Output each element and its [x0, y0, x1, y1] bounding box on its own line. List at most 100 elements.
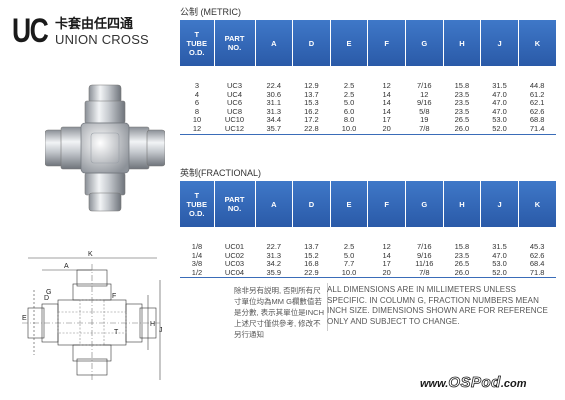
label-t: T	[114, 329, 119, 336]
table-cell: 19	[420, 115, 429, 125]
note-divider	[327, 283, 328, 331]
table-cell: 45.3	[529, 242, 545, 251]
table-cell: 11/16	[415, 259, 434, 269]
table-cell: 31.3	[266, 250, 282, 260]
table-cell: 2.5	[343, 89, 355, 99]
table-cell: 47.0	[492, 250, 507, 260]
column-header: F	[367, 20, 406, 66]
table-cell: 12	[382, 242, 391, 251]
table-cell: 8	[194, 106, 200, 116]
table-cell: UC12	[224, 123, 245, 133]
union-cross-photo	[45, 84, 165, 212]
table-cell: UC4	[226, 89, 242, 99]
table-cell: UC8	[226, 106, 242, 116]
table-cell: 23.5	[454, 98, 470, 108]
table-cell: 31.3	[266, 106, 282, 116]
label-j: J	[159, 327, 163, 334]
table-cell: 47.0	[492, 106, 507, 116]
table-cell: 8.0	[343, 115, 355, 125]
table-cell: 1/2	[191, 267, 203, 277]
table-cell: 22.8	[304, 123, 319, 133]
table-cell: 5/8	[419, 106, 430, 116]
table-cell: 62.1	[529, 98, 545, 108]
table-cell: 7/16	[417, 242, 432, 251]
table-cell: 22.4	[266, 81, 282, 90]
column-header: A	[255, 181, 294, 227]
label-h: H	[150, 321, 155, 328]
table-cell: 52.0	[492, 123, 507, 133]
column-header: H	[443, 20, 482, 66]
column-header: K	[518, 181, 556, 227]
table-cell: 22.9	[304, 267, 319, 277]
table-cell: 17.2	[304, 115, 319, 125]
table-spacer-cell	[180, 66, 556, 82]
table-cell: 7/16	[417, 81, 432, 90]
table-cell: 23.5	[454, 89, 470, 99]
table-cell: 61.2	[529, 89, 545, 99]
table-cell: 7.7	[343, 259, 355, 269]
table-cell: 62.6	[529, 250, 545, 260]
table-cell: 62.6	[529, 106, 545, 116]
watermark-prefix: www.	[420, 378, 449, 390]
table-cell: 68.4	[529, 259, 545, 269]
table-cell: 71.4	[529, 123, 545, 133]
table-cell: 35.9	[266, 267, 282, 277]
column-header: E	[330, 181, 369, 227]
table-cell: 1/8	[191, 242, 203, 251]
label-g: G	[46, 289, 51, 296]
label-e: E	[22, 315, 27, 322]
title-english: UNION CROSS	[55, 32, 149, 47]
table-cell: 53.0	[492, 115, 507, 125]
table-cell: 47.0	[492, 89, 507, 99]
table-cell: 16.8	[304, 259, 319, 269]
table-cell: 15.8	[454, 242, 470, 251]
column-header: D	[292, 181, 331, 227]
column-header: A	[255, 20, 294, 66]
column-header: PART NO.	[214, 20, 256, 66]
column-header: PART NO.	[214, 181, 256, 227]
table-cell: 20	[382, 123, 391, 133]
table-cell: 9/16	[417, 250, 432, 260]
table-cell: 34.2	[266, 259, 282, 269]
table-cell: 12	[382, 81, 391, 90]
table-cell: 10.0	[341, 267, 357, 277]
label-f: F	[112, 293, 116, 300]
table-cell: UC04	[224, 267, 245, 277]
column-header: G	[405, 181, 444, 227]
table-cell: 44.8	[529, 81, 545, 90]
table-cell: UC3	[226, 81, 242, 90]
watermark-brand: OSPod	[448, 374, 501, 392]
table-cell: 10	[192, 115, 202, 125]
column-header: K	[518, 20, 556, 66]
table-cell: 14	[382, 250, 391, 260]
table-cell: 14	[382, 98, 391, 108]
table-cell: 7/8	[419, 123, 430, 133]
table-cell: 31.5	[492, 242, 507, 251]
table-spacer	[180, 66, 556, 82]
table-cell: 34.4	[266, 115, 282, 125]
table-cell: 71.8	[529, 267, 545, 277]
table-cell: 9/16	[417, 98, 432, 108]
column-header: J	[480, 181, 519, 227]
table-cell: 15.2	[304, 250, 319, 260]
table-cell: 23.5	[454, 250, 470, 260]
table-cell: 26.0	[454, 123, 470, 133]
table-cell: 12	[420, 89, 429, 99]
column-header: H	[443, 181, 482, 227]
table-cell: 12.9	[304, 81, 319, 90]
table-cell: 3/8	[191, 259, 203, 269]
column-header: G	[405, 20, 444, 66]
table-cell: 17	[382, 115, 391, 125]
table-cell: 14	[382, 89, 391, 99]
table-cell: 6	[194, 98, 200, 108]
table-cell: 5.0	[343, 250, 355, 260]
